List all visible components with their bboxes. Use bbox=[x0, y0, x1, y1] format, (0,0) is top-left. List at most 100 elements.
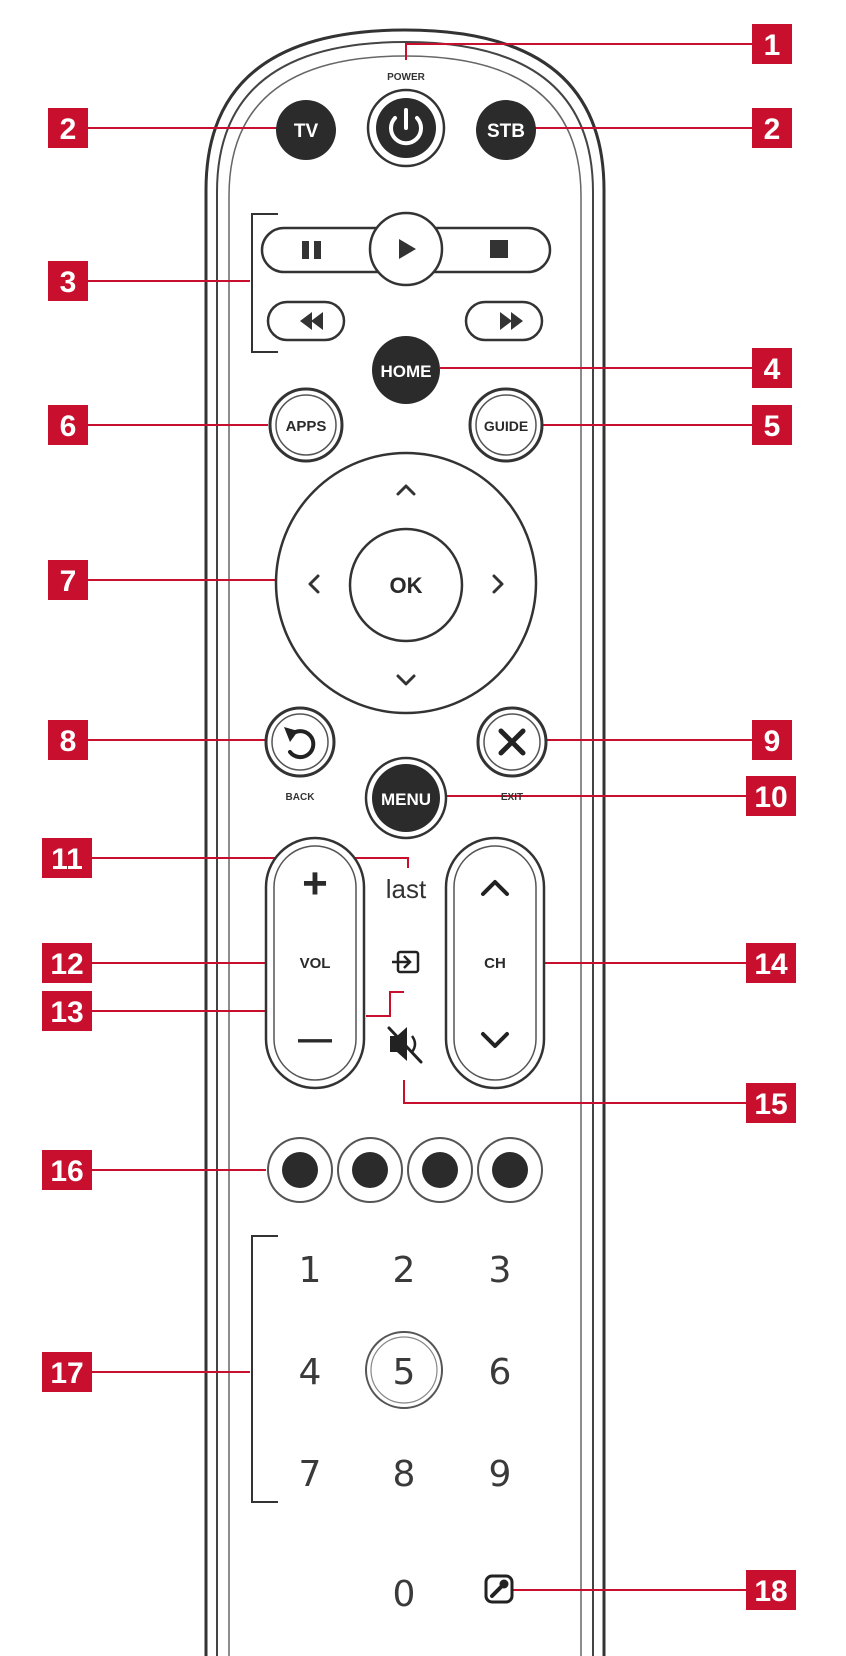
callout-3: 3 bbox=[48, 261, 88, 301]
svg-text:2: 2 bbox=[60, 113, 77, 146]
callout-8: 8 bbox=[48, 720, 88, 760]
bracket-3 bbox=[251, 213, 278, 353]
svg-text:1: 1 bbox=[764, 29, 781, 62]
mute-icon bbox=[387, 1026, 423, 1064]
channel-rocker bbox=[444, 836, 546, 1090]
svg-text:POWER: POWER bbox=[387, 72, 426, 83]
svg-text:16: 16 bbox=[50, 1155, 83, 1188]
d-pad-down[interactable] bbox=[396, 674, 416, 686]
rewind-button[interactable] bbox=[266, 300, 346, 342]
leader-15 bbox=[403, 1080, 752, 1104]
volume-down-button[interactable]: — bbox=[298, 1020, 332, 1058]
ok-button[interactable]: OK bbox=[348, 527, 464, 643]
svg-text:7: 7 bbox=[299, 1454, 322, 1495]
svg-text:2: 2 bbox=[393, 1250, 416, 1291]
svg-text:15: 15 bbox=[754, 1088, 787, 1121]
svg-text:4: 4 bbox=[299, 1352, 322, 1393]
back-label: BACK bbox=[286, 792, 316, 803]
digit-9-button[interactable]: 9 bbox=[489, 1454, 512, 1495]
power-icon bbox=[389, 108, 423, 146]
color-buttons bbox=[267, 1137, 543, 1203]
digit-3-button[interactable]: 3 bbox=[489, 1250, 512, 1291]
svg-text:3: 3 bbox=[60, 266, 77, 299]
color-button-4[interactable] bbox=[477, 1137, 543, 1203]
callout-6: 6 bbox=[48, 405, 88, 445]
callout-10: 10 bbox=[746, 776, 796, 816]
play-button[interactable] bbox=[368, 211, 444, 287]
digit-6-button[interactable]: 6 bbox=[489, 1352, 512, 1393]
d-pad-left[interactable] bbox=[308, 574, 320, 594]
input-icon bbox=[392, 950, 420, 974]
digit-1-button[interactable]: 1 bbox=[299, 1250, 322, 1291]
svg-text:8: 8 bbox=[393, 1454, 416, 1495]
guide-button[interactable]: GUIDE bbox=[468, 387, 544, 463]
callout-17: 17 bbox=[42, 1352, 92, 1392]
svg-text:last: last bbox=[386, 874, 427, 904]
channel-down-button[interactable] bbox=[481, 1032, 509, 1048]
svg-text:10: 10 bbox=[754, 781, 787, 814]
svg-text:17: 17 bbox=[50, 1357, 83, 1390]
callout-1: 1 bbox=[752, 24, 792, 64]
svg-text:13: 13 bbox=[50, 996, 83, 1029]
tv-button[interactable]: TV bbox=[276, 100, 336, 160]
exit-button[interactable] bbox=[476, 706, 548, 778]
digit-5-button[interactable]: 5 bbox=[365, 1331, 443, 1409]
callout-4: 4 bbox=[752, 348, 792, 388]
volume-rocker bbox=[264, 836, 366, 1090]
digit-4-button[interactable]: 4 bbox=[299, 1352, 322, 1393]
ch-label: CH bbox=[484, 955, 506, 972]
callout-2-left: 2 bbox=[48, 108, 88, 148]
digit-7-button[interactable]: 7 bbox=[299, 1454, 322, 1495]
power-button[interactable] bbox=[366, 88, 446, 168]
fast-forward-button[interactable] bbox=[464, 300, 544, 342]
svg-text:8: 8 bbox=[60, 725, 77, 758]
svg-text:6: 6 bbox=[60, 410, 77, 443]
number-pad: 1 2 3 4 5 6 7 8 9 0 bbox=[299, 1250, 512, 1615]
input-button[interactable] bbox=[392, 950, 420, 974]
svg-text:BACK: BACK bbox=[286, 792, 316, 803]
color-button-3[interactable] bbox=[407, 1137, 473, 1203]
close-icon bbox=[498, 728, 526, 756]
svg-text:3: 3 bbox=[489, 1250, 512, 1291]
pause-button[interactable] bbox=[280, 232, 350, 268]
callout-badges: 1 2 2 3 4 5 6 7 8 9 10 11 12 13 14 15 16… bbox=[42, 24, 796, 1610]
svg-text:2: 2 bbox=[764, 113, 781, 146]
volume-up-button[interactable]: + bbox=[302, 859, 328, 908]
digit-0-button[interactable]: 0 bbox=[393, 1574, 416, 1615]
svg-text:18: 18 bbox=[754, 1575, 787, 1608]
svg-text:STB: STB bbox=[487, 121, 525, 142]
svg-text:GUIDE: GUIDE bbox=[484, 418, 528, 434]
settings-button[interactable] bbox=[484, 1574, 514, 1604]
callout-9: 9 bbox=[752, 720, 792, 760]
fast-forward-icon bbox=[500, 312, 523, 330]
menu-button[interactable]: MENU bbox=[364, 756, 448, 840]
channel-up-button[interactable] bbox=[481, 880, 509, 896]
svg-text:HOME: HOME bbox=[381, 362, 432, 381]
chevron-up-icon bbox=[396, 484, 416, 496]
apps-button[interactable]: APPS bbox=[268, 387, 344, 463]
svg-text:1: 1 bbox=[299, 1250, 322, 1291]
last-button[interactable]: last bbox=[386, 874, 427, 904]
leader-1 bbox=[405, 43, 752, 60]
stb-button[interactable]: STB bbox=[476, 100, 536, 160]
svg-text:CH: CH bbox=[484, 955, 506, 972]
svg-text:9: 9 bbox=[764, 725, 781, 758]
svg-text:—: — bbox=[298, 1020, 332, 1058]
stop-button[interactable] bbox=[470, 232, 540, 268]
color-button-1[interactable] bbox=[267, 1137, 333, 1203]
digit-8-button[interactable]: 8 bbox=[393, 1454, 416, 1495]
chevron-down-icon bbox=[396, 674, 416, 686]
color-button-2[interactable] bbox=[337, 1137, 403, 1203]
d-pad-up[interactable] bbox=[396, 484, 416, 496]
svg-text:14: 14 bbox=[754, 948, 788, 981]
callout-5: 5 bbox=[752, 405, 792, 445]
d-pad-right[interactable] bbox=[492, 574, 504, 594]
power-label: POWER bbox=[387, 72, 426, 83]
digit-2-button[interactable]: 2 bbox=[393, 1250, 416, 1291]
mute-button[interactable] bbox=[387, 1026, 423, 1064]
home-button[interactable]: HOME bbox=[372, 336, 440, 404]
back-button[interactable] bbox=[264, 706, 336, 778]
stop-icon bbox=[490, 240, 508, 258]
callout-11: 11 bbox=[42, 838, 92, 878]
